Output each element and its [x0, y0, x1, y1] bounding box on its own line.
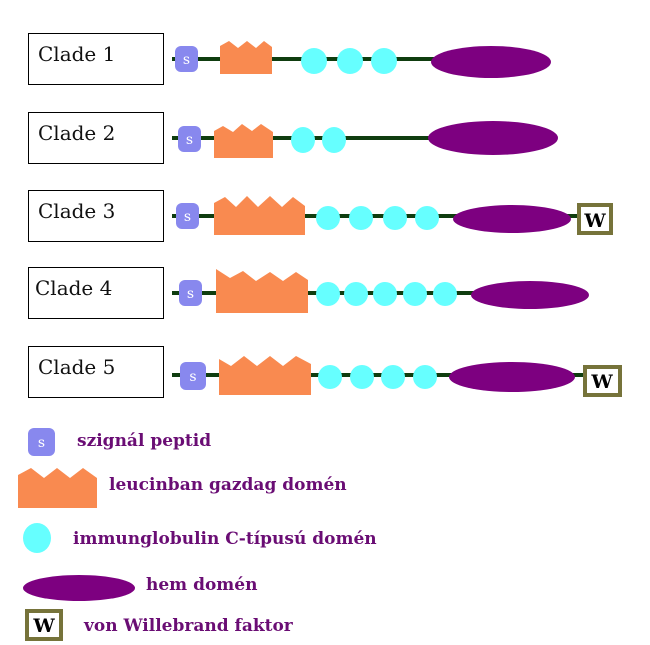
clade-5-signal-peptide-icon [180, 362, 206, 390]
legend-signal-label: szignál peptid [77, 431, 212, 451]
clade-2-protein: s [172, 121, 558, 158]
clade-1-leucine-rich-domain [220, 41, 272, 74]
clade-4-signal-letter: s [187, 286, 194, 302]
clade-5-ig-domain-2 [350, 365, 374, 389]
clade-1-heme-domain [431, 46, 551, 78]
legend-ig-label: immunglobulin C-típusú domén [73, 529, 377, 549]
clade-2-box: Clade 2 [28, 112, 164, 164]
clade-1-ig-domain-2 [337, 48, 363, 74]
clade-1-ig-domain-3 [371, 48, 397, 74]
clade-5-ig-domain-4 [413, 365, 437, 389]
clade-3-label: Clade 3 [38, 199, 116, 223]
clade-5-protein: s W [172, 356, 622, 397]
clade-5-box: Clade 5 [28, 346, 164, 398]
clade-5-ig-domain-3 [381, 365, 405, 389]
clade-5-von-willebrand-box [583, 365, 622, 397]
clade-4-ig-domain-2 [344, 282, 368, 306]
clade-2-label: Clade 2 [38, 121, 116, 145]
legend-icons: s W [18, 428, 135, 641]
clade-4-ig-domain-5 [433, 282, 457, 306]
clade-4-ig-domain-1 [316, 282, 340, 306]
clade-4-label: Clade 4 [35, 276, 113, 300]
clade-5-ig-domain-1 [318, 365, 342, 389]
clade-5-heme-domain [449, 362, 575, 392]
clade-5-vwf-letter: W [590, 371, 613, 393]
clade-2-ig-domain-2 [322, 127, 346, 153]
clade-3-leucine-rich-domain [214, 196, 305, 235]
clade-3-signal-peptide-icon [176, 203, 199, 229]
clade-3-heme-domain [453, 205, 571, 233]
clade-4-box: Clade 4 [28, 267, 164, 319]
clade-4-signal-peptide-icon [179, 280, 202, 306]
legend-heme-label: hem domén [146, 575, 258, 595]
legend-vwf-letter: W [32, 615, 55, 637]
legend-signal-peptide-icon [28, 428, 55, 456]
legend-leucine-rich-icon [18, 468, 97, 508]
clade-5-signal-letter: s [189, 369, 196, 385]
clade-5-label: Clade 5 [38, 355, 116, 379]
clade-3-box: Clade 3 [28, 190, 164, 242]
clade-4-protein: s [172, 269, 589, 313]
legend-ig-domain-icon [23, 523, 51, 553]
clade-1-signal-letter: s [183, 52, 190, 68]
clade-3-ig-domain-2 [349, 206, 373, 230]
clade-4-ig-domain-4 [403, 282, 427, 306]
clade-5-leucine-rich-domain [219, 356, 311, 395]
clade-3-ig-domain-1 [316, 206, 340, 230]
clade-2-leucine-rich-domain [214, 124, 273, 158]
clade-2-signal-peptide-icon [178, 126, 201, 152]
clade-3-vwf-letter: W [583, 210, 606, 232]
clade-4-heme-domain [471, 281, 589, 309]
clade-3-signal-letter: s [184, 209, 191, 225]
legend-leucine-label: leucinban gazdag domén [109, 475, 347, 495]
clade-2-heme-domain [428, 121, 558, 155]
legend-vwf-label: von Willebrand faktor [84, 616, 293, 636]
clade-3-von-willebrand-box [577, 203, 613, 235]
clade-2-signal-letter: s [186, 132, 193, 148]
clade-2-ig-domain-1 [291, 127, 315, 153]
clade-3-ig-domain-4 [415, 206, 439, 230]
clade-3-protein: s W [172, 196, 613, 235]
legend-heme-icon [23, 575, 135, 601]
clade-4-leucine-rich-domain [216, 269, 308, 313]
clade-3-ig-domain-3 [383, 206, 407, 230]
clade-1-ig-domain-1 [301, 48, 327, 74]
clade-1-label: Clade 1 [38, 42, 116, 66]
legend-signal-letter: s [38, 435, 45, 451]
clade-1-signal-peptide-icon [175, 46, 198, 72]
clade-1-protein: s [172, 41, 551, 78]
clade-1-box: Clade 1 [28, 33, 164, 85]
legend-von-willebrand-box [25, 609, 63, 641]
clade-4-ig-domain-3 [373, 282, 397, 306]
